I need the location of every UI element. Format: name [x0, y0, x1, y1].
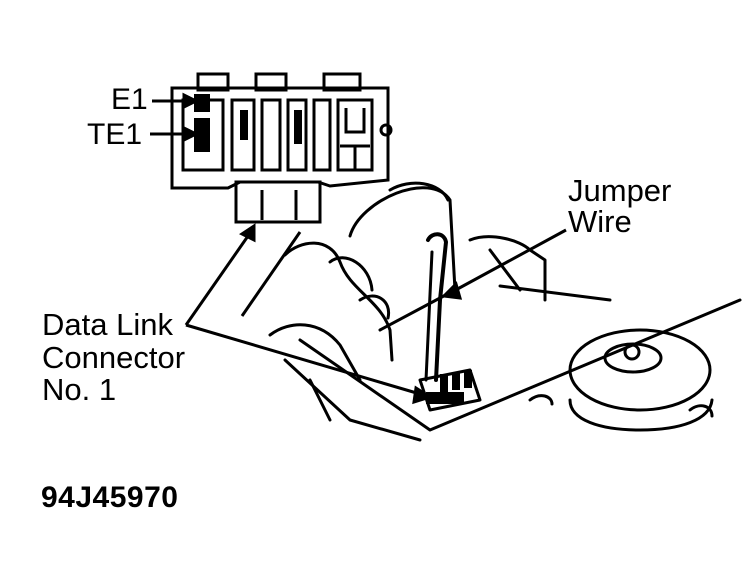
- in-bay-connector: [426, 370, 472, 404]
- terminal-e1: [194, 94, 210, 112]
- label-data-link-line1: Data Link: [42, 307, 173, 342]
- label-jumper-wire-line1: Jumper: [568, 173, 672, 208]
- label-jumper-wire-line2: Wire: [568, 204, 632, 239]
- label-data-link-line3: No. 1: [42, 372, 117, 407]
- data-link-connector-drawing: [170, 72, 393, 224]
- label-data-link-line2: Connector: [42, 340, 186, 375]
- jumper-wire-leader: [440, 228, 567, 300]
- terminal-te1: [194, 118, 210, 152]
- terminal-leader-lines: [150, 92, 200, 143]
- label-te1: TE1: [87, 118, 143, 151]
- engine-bay-drawing: [268, 181, 742, 442]
- label-e1: E1: [111, 83, 148, 116]
- figure-code: 94J45970: [41, 481, 179, 514]
- data-link-connector-leaders: [184, 223, 434, 405]
